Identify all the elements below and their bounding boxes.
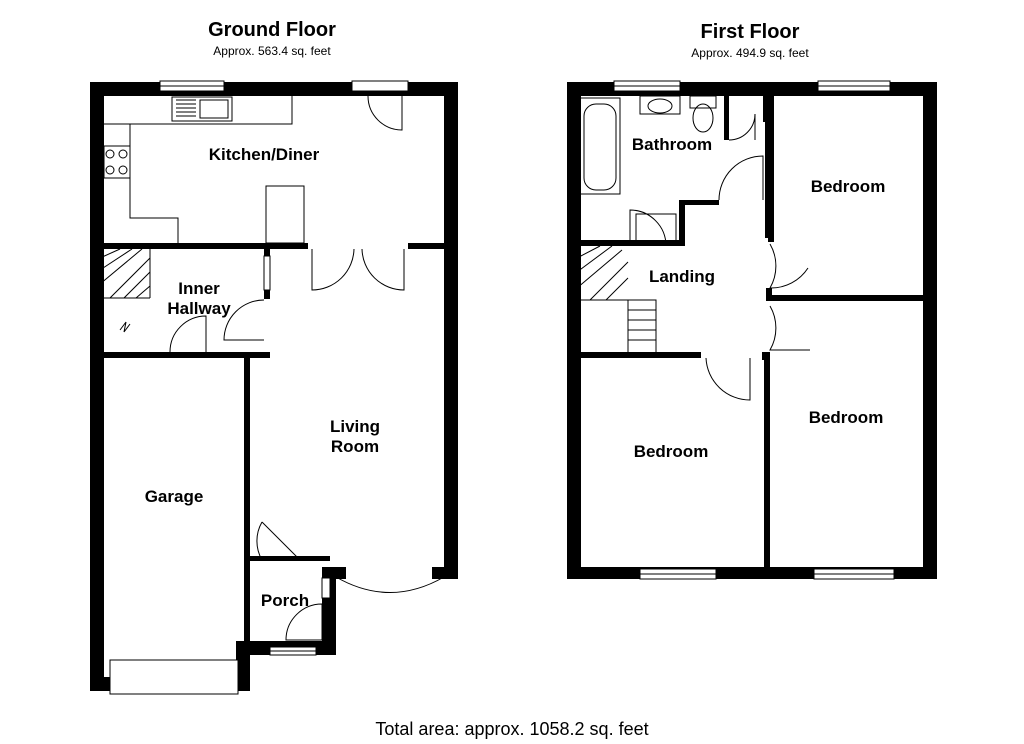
ground-floor-title: Ground Floor <box>208 19 336 41</box>
ground-windows <box>109 80 409 695</box>
room-label-bathroom: Bathroom <box>632 135 712 154</box>
first-stairs <box>576 245 657 352</box>
room-label-living-1: Living <box>330 417 380 436</box>
first-internal-walls <box>577 96 926 570</box>
first-outer-walls <box>567 82 937 579</box>
kitchen-units <box>103 96 305 244</box>
first-windows <box>613 80 895 580</box>
first-floor-area: Approx. 494.9 sq. feet <box>691 46 809 60</box>
room-label-kitchen: Kitchen/Diner <box>209 145 320 164</box>
ground-doors <box>169 95 405 641</box>
ground-internal-walls <box>100 243 448 646</box>
room-label-landing: Landing <box>649 267 715 286</box>
room-label-garage: Garage <box>145 487 204 506</box>
bathroom-fittings <box>579 95 756 247</box>
room-label-porch: Porch <box>261 591 309 610</box>
ground-stairs <box>99 248 151 333</box>
first-floor-plan: Bathroom Landing Bedroom Bedroom Bedroom <box>567 80 937 580</box>
bay-window <box>335 576 445 593</box>
ground-floor-area: Approx. 563.4 sq. feet <box>213 44 331 58</box>
room-label-inner-1: Inner <box>178 279 220 298</box>
room-label-bedroom-ne: Bedroom <box>811 177 886 196</box>
room-label-bedroom-sw: Bedroom <box>634 442 709 461</box>
room-label-inner-2: Hallway <box>167 299 231 318</box>
room-label-bedroom-se: Bedroom <box>809 408 884 427</box>
total-area: Total area: approx. 1058.2 sq. feet <box>375 719 649 739</box>
first-doors <box>705 155 810 401</box>
first-floor-title: First Floor <box>700 21 800 43</box>
room-label-living-2: Room <box>331 437 379 456</box>
ground-floor-plan: Kitchen/Diner Inner Hallway Living Room … <box>90 80 458 695</box>
